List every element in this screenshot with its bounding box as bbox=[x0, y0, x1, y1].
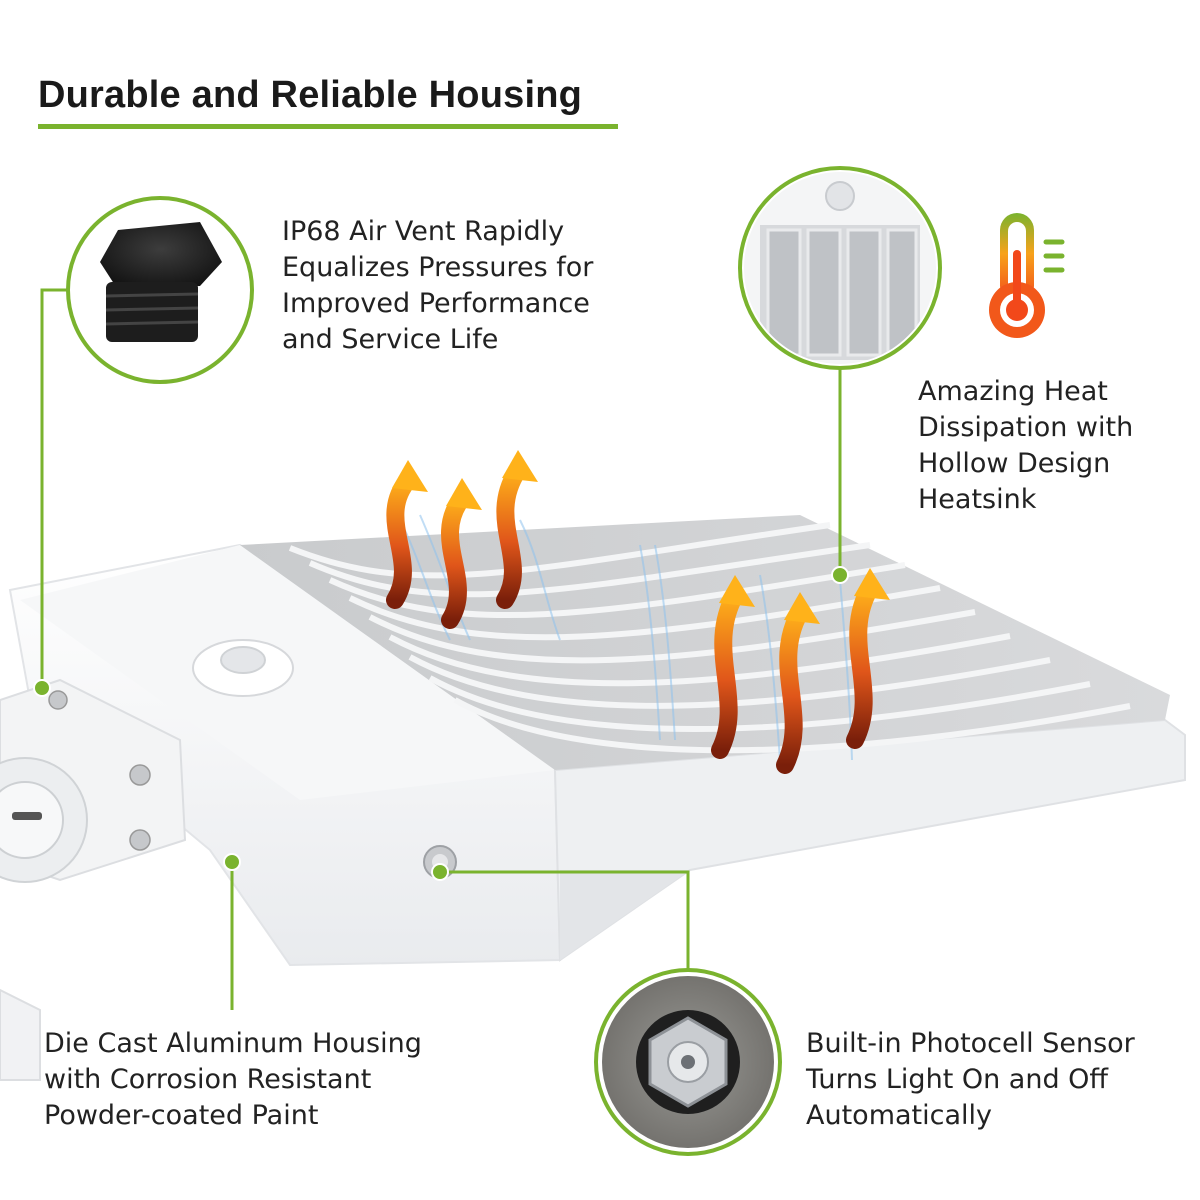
callout-line: Improved Performance bbox=[282, 288, 590, 319]
callout-line: Dissipation with bbox=[918, 412, 1134, 443]
callout-line: IP68 Air Vent Rapidly bbox=[282, 216, 565, 247]
callout-line: Automatically bbox=[806, 1100, 992, 1131]
callout-line: Built-in Photocell Sensor bbox=[806, 1028, 1135, 1059]
heat-arrow-icon bbox=[386, 461, 879, 774]
callout-line: Amazing Heat bbox=[918, 376, 1108, 407]
air-vent-callout: IP68 Air Vent Rapidly Equalizes Pressure… bbox=[282, 214, 593, 358]
heatsink-detail bbox=[738, 166, 942, 370]
callout-line: and Service Life bbox=[282, 324, 499, 355]
photocell-detail bbox=[594, 968, 782, 1156]
page-title: Durable and Reliable Housing bbox=[38, 74, 583, 116]
heat-dissipation-callout: Amazing Heat Dissipation with Hollow Des… bbox=[918, 374, 1133, 518]
air-vent-detail bbox=[66, 196, 254, 384]
callout-line: Die Cast Aluminum Housing bbox=[44, 1028, 422, 1059]
title-underline bbox=[38, 124, 618, 129]
fixture-housing bbox=[0, 515, 1186, 1081]
callout-line: Heatsink bbox=[918, 484, 1037, 515]
thermometer-icon bbox=[989, 213, 1065, 338]
callout-line: with Corrosion Resistant bbox=[44, 1064, 372, 1095]
housing-callout: Die Cast Aluminum Housing with Corrosion… bbox=[44, 1026, 422, 1134]
callout-line: Hollow Design bbox=[918, 448, 1111, 479]
heat-arrow-heads bbox=[392, 450, 890, 624]
photocell-callout: Built-in Photocell Sensor Turns Light On… bbox=[806, 1026, 1135, 1134]
callout-line: Equalizes Pressures for bbox=[282, 252, 594, 283]
callout-line: Turns Light On and Off bbox=[806, 1064, 1109, 1095]
callout-line: Powder-coated Paint bbox=[44, 1100, 319, 1131]
leader-dots bbox=[33, 566, 849, 881]
